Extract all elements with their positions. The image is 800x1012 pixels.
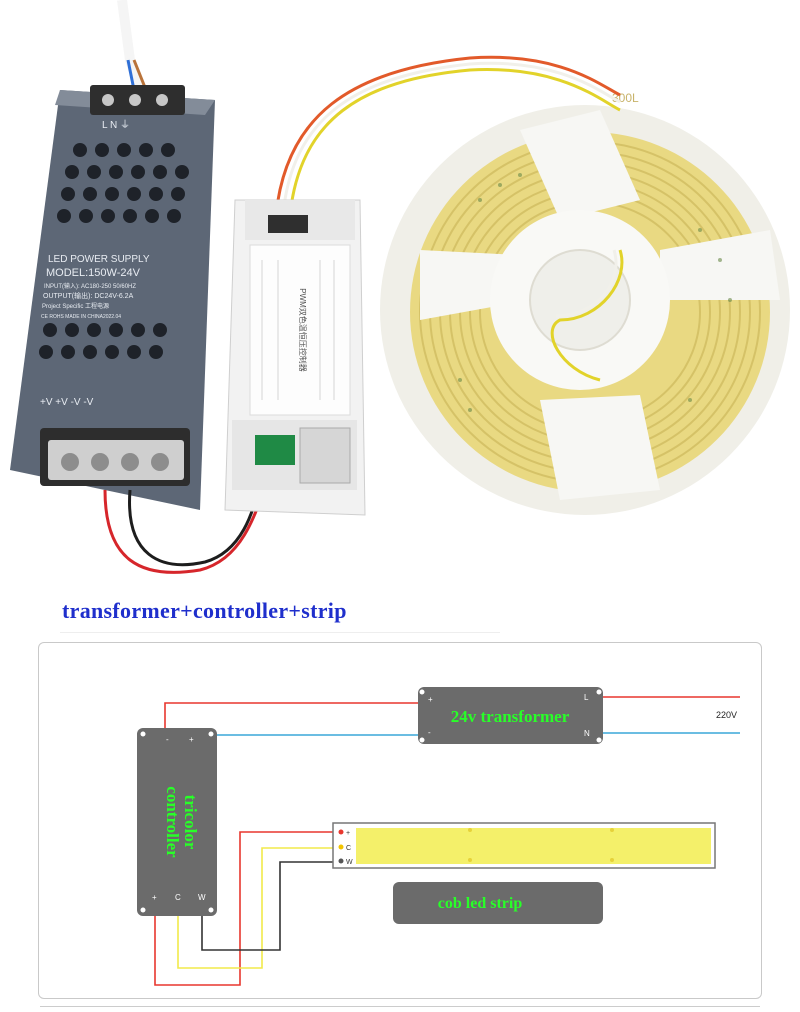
transformer-pin-n: N [584,729,590,738]
bottom-divider [40,1006,760,1007]
controller-unit: PWM双色温恒压控制器 [224,199,366,516]
controller-pin-top-plus: + [189,735,194,744]
transformer-pin-plus: + [428,695,433,704]
mains-voltage-label: 220V [716,710,737,720]
wiring-diagram: + - L N 24v transformer 220V - + + C W t… [137,687,740,986]
controller-label-line2: controller [163,786,182,858]
transformer-box: + - L N 24v transformer [418,687,603,744]
svg-text:Project Specific 工程电源: Project Specific 工程电源 [42,302,109,310]
product-photo: 300L [10,55,790,574]
svg-text:OUTPUT(输出): DC24V-6.2A: OUTPUT(输出): DC24V-6.2A [43,291,134,300]
caption-title: transformer+controller+strip [62,598,347,623]
controller-pin-bottom-plus: + [152,893,157,902]
wire-yellow-output [177,847,336,969]
controller-label-line1: tricolor [181,795,200,850]
wire-black-output [201,861,336,951]
wire-bundle [274,55,624,382]
controller-pin-bottom-c: C [175,893,181,902]
psu-label: L N ⏚ LED POWER SUPPLY MODEL:150W-24V IN… [40,119,150,408]
svg-text:MODEL:150W-24V: MODEL:150W-24V [46,267,141,279]
wire-red-power [164,702,432,728]
wire-red [103,469,272,574]
caption-divider [60,632,500,633]
controller-pin-top-minus: - [166,735,169,744]
svg-text:INPUT(输入): AC180-250 50/60HZ: INPUT(输入): AC180-250 50/60HZ [44,282,136,290]
strip-pin-plus: + [346,830,350,837]
controller-box: - + + C W tricolor controller [137,728,217,916]
svg-text:LED POWER SUPPLY: LED POWER SUPPLY [48,254,150,265]
wire-red-output [154,831,336,986]
strip-pin-c: C [346,845,351,852]
strip-label-box: cob led strip [393,882,603,924]
strip-label: cob led strip [438,895,523,912]
transformer-label: 24v transformer [451,707,570,726]
transformer-pin-minus: - [428,728,431,737]
transformer-pin-l: L [584,693,589,702]
svg-text:CE ROHS MADE IN CHINA2022.04: CE ROHS MADE IN CHINA2022.04 [41,314,121,320]
cob-led-strip: + C W [332,822,716,869]
svg-text:L N ⏚: L N ⏚ [102,119,130,131]
strip-pin-w: W [346,859,353,866]
controller-label: PWM双色温恒压控制器 [298,288,308,372]
controller-pin-bottom-w: W [198,893,206,902]
power-supply: L N ⏚ LED POWER SUPPLY MODEL:150W-24V IN… [10,85,215,510]
svg-text:+V +V -V -V: +V +V -V -V [40,397,94,408]
